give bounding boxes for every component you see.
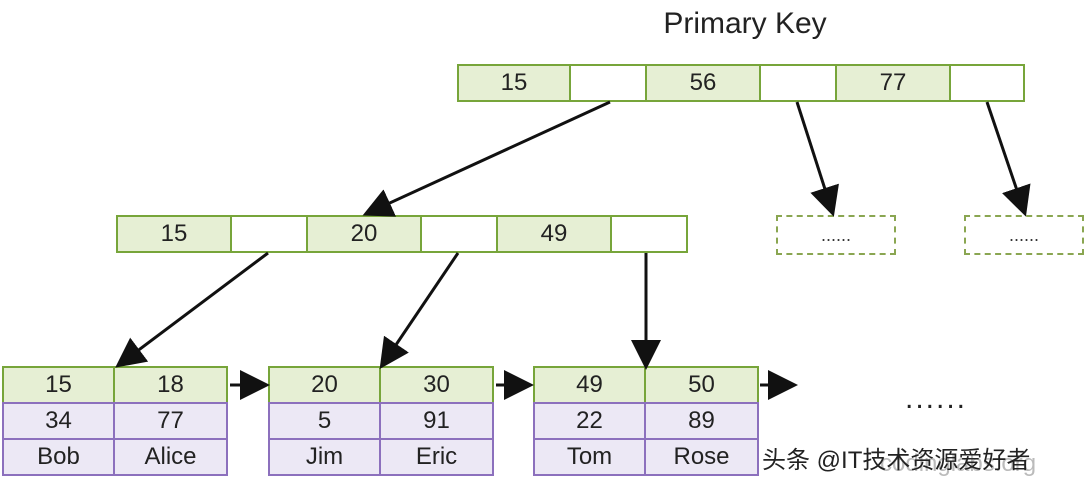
leaf-value: 5 <box>268 402 381 440</box>
internal-pointer <box>610 215 688 253</box>
arrow-root-to-placeholder <box>795 101 839 217</box>
root-key: 15 <box>457 64 571 102</box>
root-pointer <box>759 64 837 102</box>
leaf-name: Eric <box>379 438 494 476</box>
leaf-node: 15 18 34 77 Bob Alice <box>2 366 228 476</box>
leaf-key: 18 <box>113 366 228 404</box>
leaf-name: Tom <box>533 438 646 476</box>
internal-key: 15 <box>116 215 232 253</box>
arrow-internal-to-leaf <box>115 251 269 368</box>
internal-pointer <box>230 215 308 253</box>
arrow-root-to-placeholder <box>985 101 1031 217</box>
internal-key: 20 <box>306 215 422 253</box>
watermark: 头条 @IT技术资源爱好者 <box>762 447 1031 474</box>
arrow-internal-to-leaf <box>379 252 460 369</box>
leaf-node: 49 50 22 89 Tom Rose <box>533 366 759 476</box>
leaf-value: 91 <box>379 402 494 440</box>
arrow-root-to-internal <box>362 100 611 217</box>
leaf-key: 30 <box>379 366 494 404</box>
leaf-value: 77 <box>113 402 228 440</box>
internal-node: 15 20 49 <box>116 215 688 253</box>
internal-pointer <box>420 215 498 253</box>
leaf-node: 20 30 5 91 Jim Eric <box>268 366 494 476</box>
diagram-title: Primary Key <box>663 7 827 40</box>
root-key: 77 <box>835 64 951 102</box>
more-leaves-ellipsis: ...... <box>905 382 968 415</box>
root-node: 15 56 77 <box>457 64 1025 102</box>
root-pointer <box>949 64 1025 102</box>
leaf-name: Rose <box>644 438 759 476</box>
watermark-background: codinglabs.org <box>880 450 1037 477</box>
leaf-key: 50 <box>644 366 759 404</box>
leaf-name: Alice <box>113 438 228 476</box>
